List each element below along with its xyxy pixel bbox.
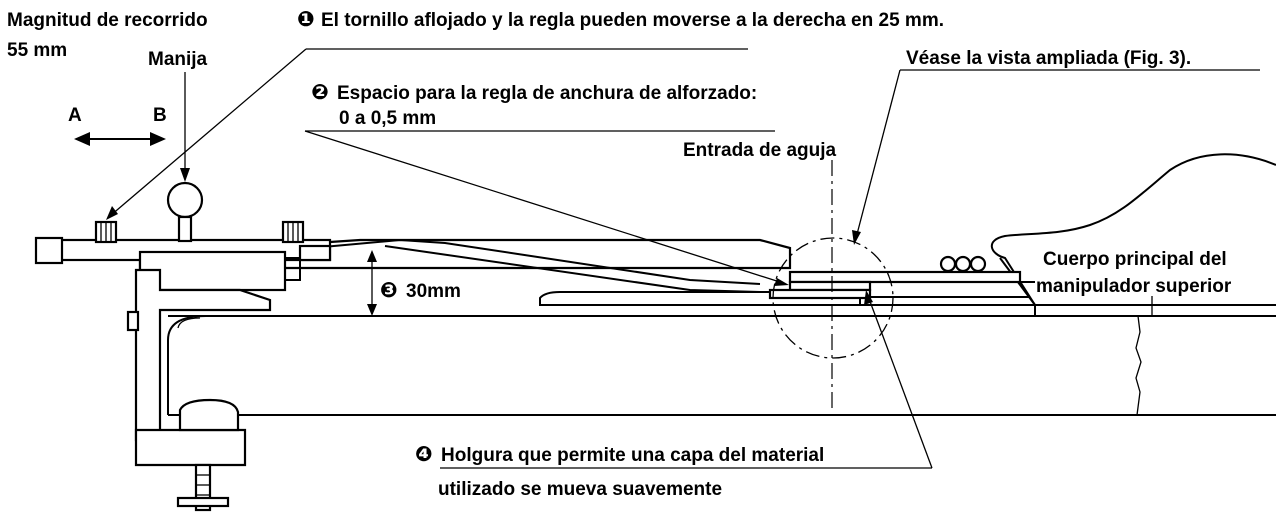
handle-label: Manija	[148, 49, 208, 70]
ab-direction-arrow	[74, 132, 166, 146]
needle-entry-label: Entrada de aguja	[683, 140, 837, 161]
machine-bed	[167, 315, 1276, 416]
upper-body-label-line1: Cuerpo principal del	[1043, 249, 1227, 270]
note2-marker: ❷	[311, 80, 329, 104]
note4-line1: Holgura que permite una capa del materia…	[441, 445, 824, 466]
note1-marker: ❶	[297, 7, 315, 31]
note3-marker: ❸	[380, 278, 398, 302]
see-detail-label: Véase la vista ampliada (Fig. 3).	[906, 48, 1191, 69]
ruler-bracket	[34, 181, 332, 512]
direction-b-label: B	[153, 105, 167, 126]
note4-marker: ❹	[415, 442, 433, 466]
note3-text: 30mm	[406, 281, 461, 302]
note2-line1: Espacio para la regla de anchura de alfo…	[337, 83, 757, 104]
upper-body-label-line2: manipulador superior	[1036, 276, 1232, 297]
note4-line2: utilizado se mueva suavemente	[438, 479, 722, 500]
height-dimension	[367, 250, 377, 316]
leader-lines	[106, 48, 1260, 469]
travel-value-label: 55 mm	[7, 40, 67, 61]
detail-circle	[772, 160, 894, 410]
text-labels: Magnitud de recorrido 55 mm Manija A B ❶…	[7, 7, 1232, 500]
travel-title-label: Magnitud de recorrido	[7, 10, 208, 31]
note1-text: El tornillo aflojado y la regla pueden m…	[321, 10, 944, 31]
note2-line2: 0 a 0,5 mm	[339, 108, 436, 129]
direction-a-label: A	[68, 105, 82, 126]
